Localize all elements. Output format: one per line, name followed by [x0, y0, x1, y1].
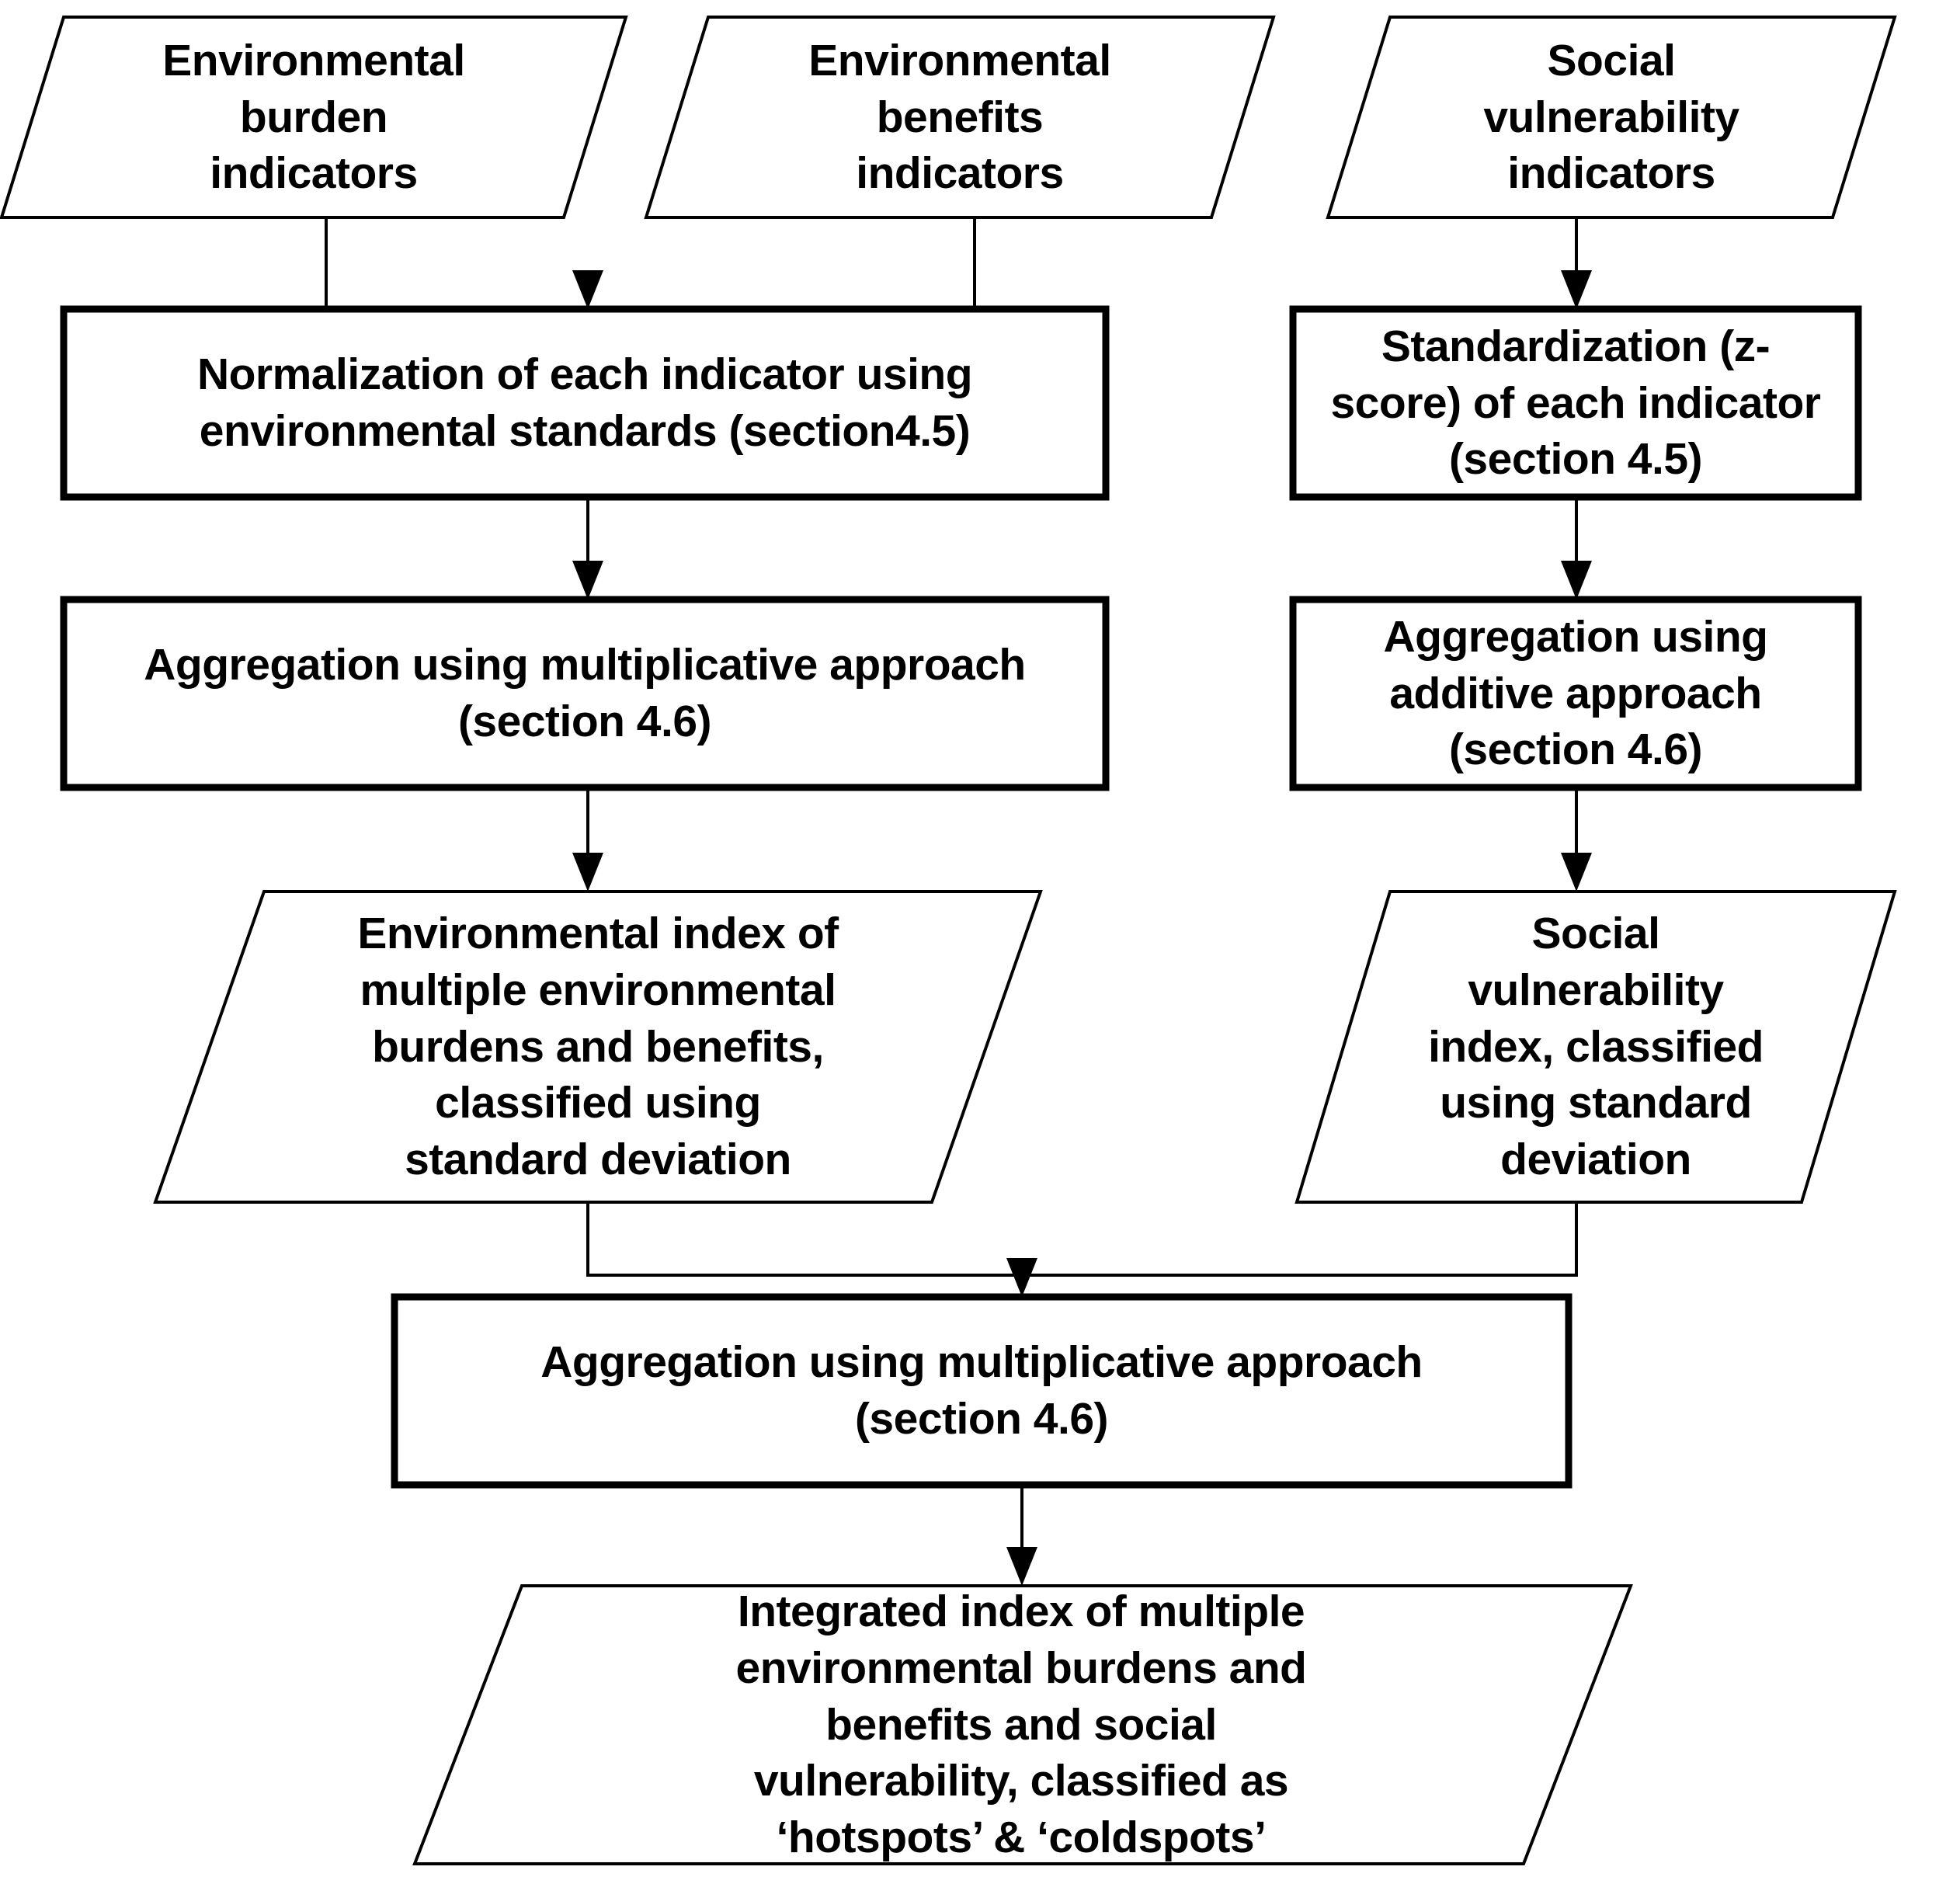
arrowhead-to-normalization	[572, 270, 603, 309]
arrowhead-to-aggregation-right	[1561, 561, 1592, 600]
shape-env-burden-indicators[interactable]	[0, 16, 628, 219]
arrowhead-to-standardization	[1561, 270, 1592, 309]
arrowhead-to-integrated-index	[1006, 1547, 1037, 1586]
shape-standardization-box[interactable]	[1289, 305, 1862, 501]
arrowhead-to-env-index	[572, 853, 603, 892]
shape-social-vulnerability-index[interactable]	[1295, 890, 1897, 1204]
shape-environmental-index[interactable]	[153, 890, 1043, 1204]
shape-integrated-index[interactable]	[412, 1584, 1633, 1865]
shape-aggregation-multiplicative-left-box[interactable]	[60, 596, 1110, 791]
arrowhead-to-social-index	[1561, 853, 1592, 892]
shape-aggregation-additive-right-box[interactable]	[1289, 596, 1862, 791]
shape-normalization-box[interactable]	[60, 305, 1110, 501]
shape-env-benefits-indicators[interactable]	[644, 16, 1276, 219]
arrowhead-to-aggregation-left	[572, 561, 603, 600]
shape-aggregation-multiplicative-final-box[interactable]	[391, 1293, 1573, 1489]
arrowhead-to-final-aggregation	[1006, 1258, 1037, 1297]
shape-social-vulnerability-indicators[interactable]	[1326, 16, 1897, 219]
